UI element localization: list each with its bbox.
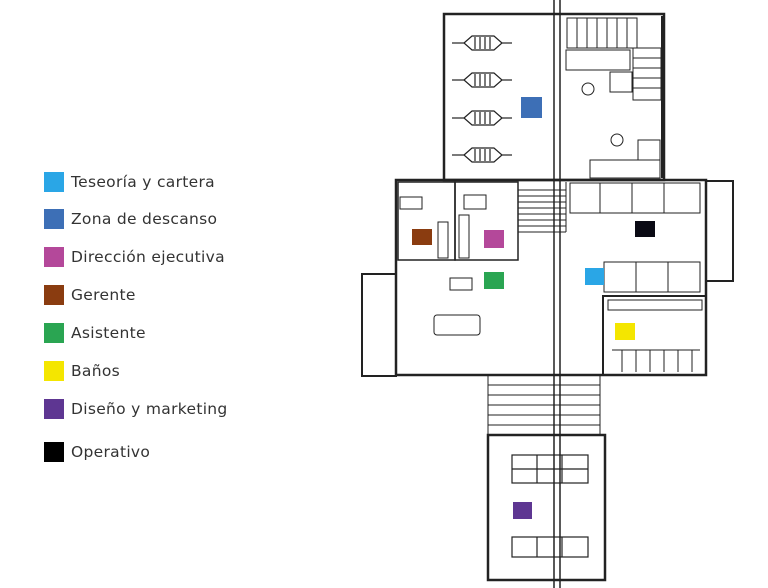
legend-item-operativo: Operativo bbox=[44, 442, 150, 462]
legend-label: Baños bbox=[71, 362, 121, 380]
legend-label: Teseoría y cartera bbox=[71, 173, 215, 191]
connector-stairs bbox=[487, 375, 601, 435]
legend-label: Asistente bbox=[71, 324, 146, 342]
legend-swatch bbox=[44, 209, 64, 229]
marker-operativo bbox=[635, 221, 655, 237]
legend-swatch bbox=[44, 247, 64, 267]
marker-gerente bbox=[412, 229, 432, 245]
legend-item-banos: Baños bbox=[44, 361, 120, 381]
legend-label: Operativo bbox=[71, 443, 151, 461]
direccion-office bbox=[454, 181, 519, 261]
legend-swatch bbox=[44, 399, 64, 419]
marker-direccion bbox=[484, 230, 504, 248]
bottom-desks bbox=[511, 454, 589, 558]
legend-swatch bbox=[44, 361, 64, 381]
bathroom-block bbox=[602, 295, 707, 376]
bottom-room-wall bbox=[486, 433, 607, 582]
legend-label: Gerente bbox=[71, 286, 136, 304]
marker-banos bbox=[615, 323, 635, 340]
marker-asistente bbox=[484, 272, 504, 289]
legend-label: Diseño y marketing bbox=[71, 400, 228, 418]
marker-diseno bbox=[513, 502, 532, 519]
legend-swatch bbox=[44, 172, 64, 192]
legend-item-descanso: Zona de descanso bbox=[44, 209, 217, 229]
legend-swatch bbox=[44, 442, 64, 462]
sofas-and-stairs bbox=[565, 17, 662, 179]
gerente-office bbox=[397, 181, 456, 261]
stairs bbox=[518, 182, 567, 233]
legend-label: Zona de descanso bbox=[71, 210, 218, 228]
legend-item-teseoria: Teseoría y cartera bbox=[44, 172, 215, 192]
legend-label: Dirección ejecutiva bbox=[71, 248, 225, 266]
legend-swatch bbox=[44, 323, 64, 343]
marker-teseoria bbox=[585, 268, 604, 285]
legend-item-diseno: Diseño y marketing bbox=[44, 399, 228, 419]
legend-item-gerente: Gerente bbox=[44, 285, 136, 305]
middle-block-wall bbox=[394, 178, 708, 377]
legend-swatch bbox=[44, 285, 64, 305]
bathroom-fixtures bbox=[607, 299, 703, 372]
marker-zona-descanso bbox=[521, 97, 542, 118]
legend-item-asistente: Asistente bbox=[44, 323, 146, 343]
workstations bbox=[361, 180, 734, 377]
legend-item-direccion: Dirección ejecutiva bbox=[44, 247, 225, 267]
lounge-chairs bbox=[452, 35, 512, 163]
